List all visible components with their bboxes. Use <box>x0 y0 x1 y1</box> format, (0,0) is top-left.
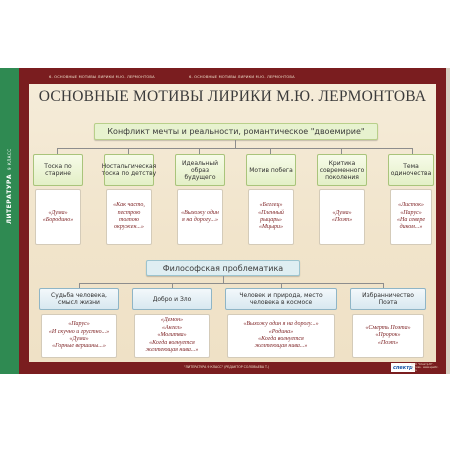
top-caption-left: 6. ОСНОВНЫЕ МОТИВЫ ЛИРИКИ М.Ю. ЛЕРМОНТОВ… <box>49 75 155 79</box>
conflict-heading: Конфликт мечты и реальности, романтическ… <box>94 123 378 140</box>
connector <box>412 148 413 154</box>
conflict-quotes: «Листок» «Парус» «На севере диком...» <box>390 189 432 245</box>
conflict-quotes: «Беглец» «Пленный рыцарь» «Мцыри» <box>248 189 294 245</box>
connector <box>57 148 58 154</box>
quote-line: «Когда волнуется <box>149 339 195 346</box>
connector <box>57 148 412 149</box>
quote-line: пестрою толпою <box>117 209 141 223</box>
subject-grade: 9 КЛАСС <box>7 148 12 171</box>
connector <box>270 148 271 154</box>
connector <box>383 283 384 288</box>
quote-line: «Демон» <box>160 317 184 324</box>
quote-line: «Беглец» <box>259 202 283 209</box>
subject-name: ЛИТЕРАТУРА <box>6 174 13 224</box>
quote-line: «Родина» <box>268 328 294 335</box>
philosophy-category: Избранничество Поэта <box>350 288 426 310</box>
quote-line: «Как часто, <box>113 202 145 209</box>
quote-line: «Поэт» <box>331 217 353 223</box>
connector <box>128 148 129 154</box>
publisher-info: ООО "Спектр-М" · Москва · www.spektr-m.r… <box>411 363 439 372</box>
quote-line: «Дума» <box>332 209 352 216</box>
philosophy-heading: Философская проблематика <box>146 260 300 276</box>
quote-line: «Молитва» <box>157 332 187 339</box>
subject-strip: ЛИТЕРАТУРА 9 КЛАСС <box>0 68 19 374</box>
top-caption-right: 6. ОСНОВНЫЕ МОТИВЫ ЛИРИКИ М.Ю. ЛЕРМОНТОВ… <box>189 75 295 79</box>
quote-line: «Когда волнуется <box>258 336 304 342</box>
conflict-category: Ностальгическая тоска по детству <box>102 154 156 186</box>
subject-label: ЛИТЕРАТУРА 9 КЛАСС <box>1 74 18 225</box>
quote-line: «Ангел» <box>161 324 183 331</box>
page-title: ОСНОВНЫЕ МОТИВЫ ЛИРИКИ М.Ю. ЛЕРМОНТОВА <box>38 88 427 105</box>
quote-line: «На севере <box>396 217 425 223</box>
quote-line: «Смерть Поэта» <box>365 324 411 331</box>
quote-line: «Пророк» <box>375 332 401 339</box>
philosophy-quotes: «Выхожу один я на дорогу...» «Родина» «К… <box>227 314 335 358</box>
poster-frame: 6. ОСНОВНЫЕ МОТИВЫ ЛИРИКИ М.Ю. ЛЕРМОНТОВ… <box>19 68 450 374</box>
quote-line: окружен...» <box>114 224 144 231</box>
quote-line: «Пленный рыцарь» <box>258 209 284 223</box>
quote-line: «Парус» <box>68 321 90 328</box>
bottom-bar: "ЛИТЕРАТУРА 9 КЛАСС" (РЕДАКТОР СОЛОВЬЕВА… <box>19 362 446 374</box>
philosophy-category: Добро и Зло <box>132 288 212 310</box>
philosophy-category: Судьба человека, смысл жизни <box>39 288 119 310</box>
paper-area: ОСНОВНЫЕ МОТИВЫ ЛИРИКИ М.Ю. ЛЕРМОНТОВА К… <box>29 84 436 362</box>
quote-line: «Листок» <box>398 202 424 209</box>
connector <box>79 283 383 284</box>
quote-line: «Дума» <box>48 209 68 216</box>
connector <box>172 283 173 288</box>
top-bar: 6. ОСНОВНЫЕ МОТИВЫ ЛИРИКИ М.Ю. ЛЕРМОНТОВ… <box>19 68 446 84</box>
philosophy-category: Человек и природа, место человека в косм… <box>225 288 337 310</box>
philosophy-quotes: «Демон» «Ангел» «Молитва» «Когда волнует… <box>134 314 210 358</box>
connector <box>223 276 224 283</box>
philosophy-quotes: «Парус» «И скучно и грустно...» «Дума» «… <box>41 314 117 358</box>
conflict-category: Тоска по старине <box>33 154 83 186</box>
conflict-category: Мотив побега <box>246 154 296 186</box>
quote-line: «Выхожу один я на дорогу...» <box>243 321 319 328</box>
quote-line: «И скучно и грустно...» <box>48 328 110 335</box>
quote-line: диком...» <box>399 224 423 231</box>
connector <box>199 148 200 154</box>
conflict-quotes: «Дума» «Бородино» <box>35 189 81 245</box>
poster: ЛИТЕРАТУРА 9 КЛАСС 6. ОСНОВНЫЕ МОТИВЫ ЛИ… <box>0 68 450 374</box>
quote-line: «Бородино» <box>42 217 74 223</box>
conflict-quotes: «Выхожу один я на дорогу...» <box>177 189 223 245</box>
conflict-category: Идеальный образ будущего <box>175 154 225 186</box>
conflict-category: Критика современного поколения <box>317 154 367 186</box>
connector <box>79 283 80 288</box>
footer-caption: "ЛИТЕРАТУРА 9 КЛАСС" (РЕДАКТОР СОЛОВЬЕВА… <box>184 365 270 369</box>
philosophy-quotes: «Смерть Поэта» «Пророк» «Поэт» <box>352 314 424 358</box>
conflict-quotes: «Как часто, пестрою толпою окружен...» <box>106 189 152 245</box>
quote-line: «Выхожу один <box>181 209 219 216</box>
quote-line: желтеющая нива...» <box>254 343 308 350</box>
publisher-logo: спектр <box>391 363 415 372</box>
connector <box>281 283 282 288</box>
quote-line: «Мцыри» <box>258 224 284 231</box>
quote-line: «Поэт» <box>377 339 399 346</box>
connector <box>235 140 236 148</box>
quote-line: «Парус» <box>400 209 422 216</box>
quote-line: желтеющая нива...» <box>145 347 199 354</box>
conflict-category: Тема одиночества <box>388 154 434 186</box>
quote-line: я на дорогу...» <box>182 217 218 223</box>
quote-line: «Горные вершины...» <box>52 343 106 350</box>
quote-line: «Дума» <box>69 336 89 342</box>
conflict-quotes: «Дума» «Поэт» <box>319 189 365 245</box>
connector <box>341 148 342 154</box>
